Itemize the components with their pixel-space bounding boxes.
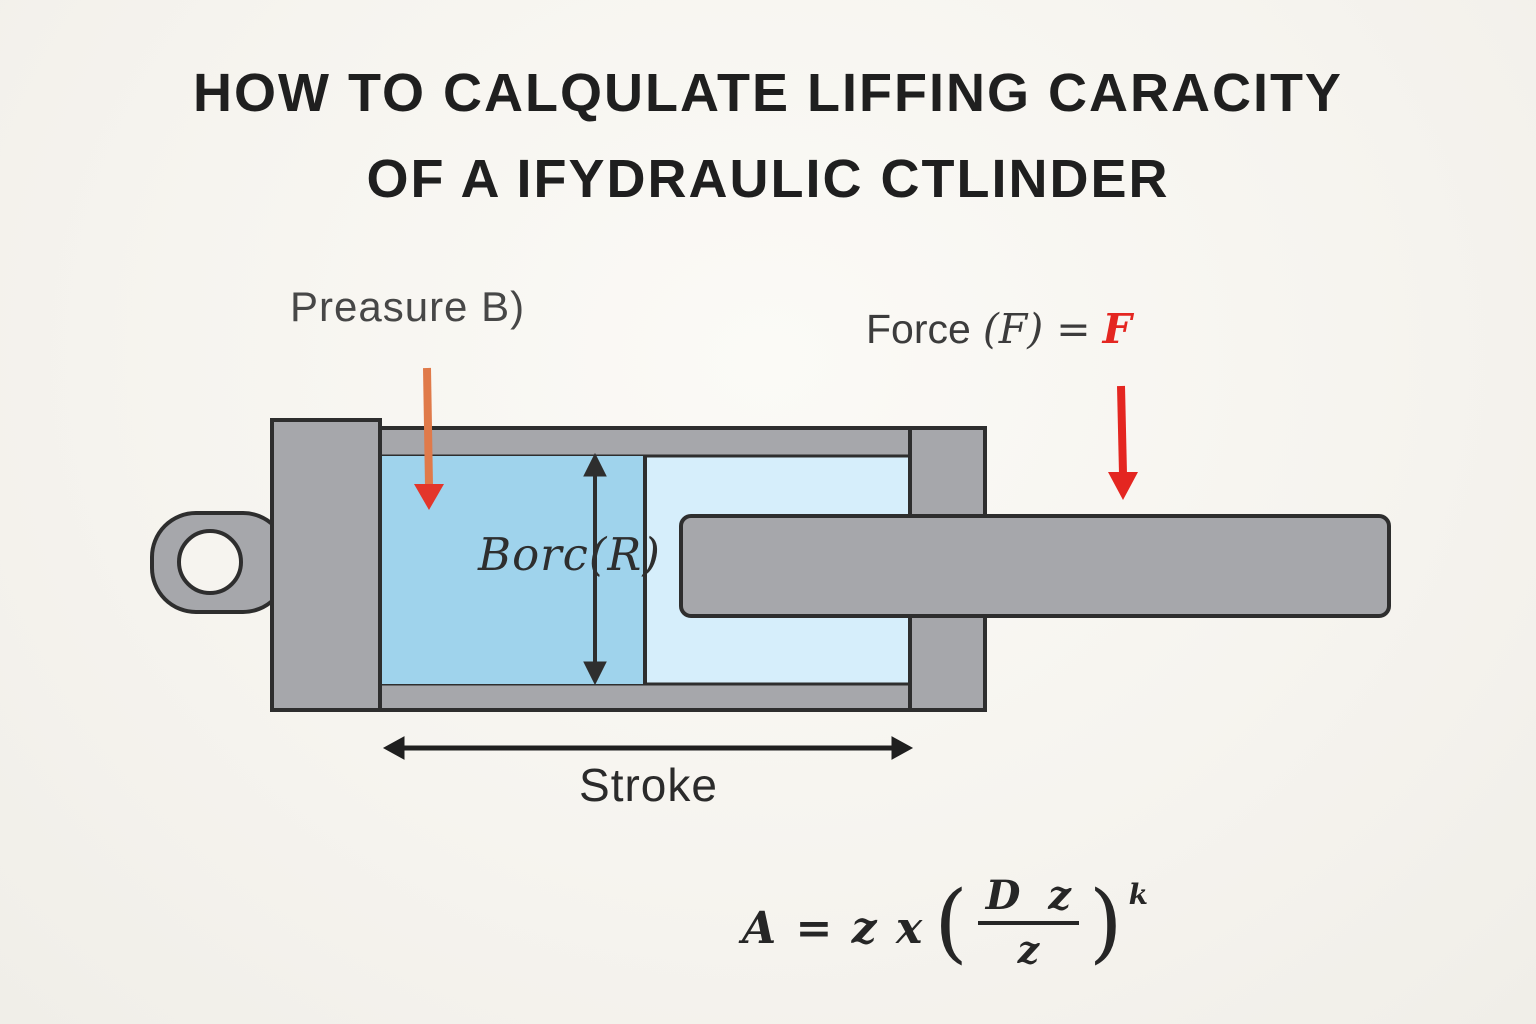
force-label: Force (F) = F (866, 305, 1132, 353)
page-title-line-2: OF A IFYDRAULIC CTLINDER (366, 149, 1170, 209)
cylinder-left-cap (270, 418, 382, 712)
stroke-dimension-arrow (382, 736, 914, 760)
formula-open-paren: ( (934, 873, 968, 974)
area-formula: A = z x ( D z z ) k (742, 872, 1148, 978)
pressure-arrow (414, 367, 444, 510)
force-value: F (1102, 305, 1132, 353)
piston-rod (679, 514, 1391, 618)
stroke-label: Stroke (579, 759, 718, 811)
page-title-line-1: HOW TO CALQULATE LIFFING CARACITY (193, 63, 1343, 123)
formula-numerator: D z (977, 872, 1080, 925)
formula-lhs: A = z x (742, 902, 925, 954)
bore-dimension-arrow (583, 452, 607, 686)
clevis-hole (177, 529, 243, 595)
bore-label: Borc(R) (478, 528, 661, 581)
force-word: Force (866, 306, 971, 352)
force-arrow (1108, 385, 1138, 500)
formula-close-paren: ) (1089, 873, 1123, 974)
formula-exponent: k (1128, 877, 1148, 911)
clevis-mount (150, 511, 289, 614)
formula-fraction: D z z (977, 872, 1080, 972)
formula-denominator: z (1017, 927, 1040, 972)
pressure-label: Preasure B) (290, 283, 526, 330)
force-math: (F) = (982, 305, 1091, 353)
